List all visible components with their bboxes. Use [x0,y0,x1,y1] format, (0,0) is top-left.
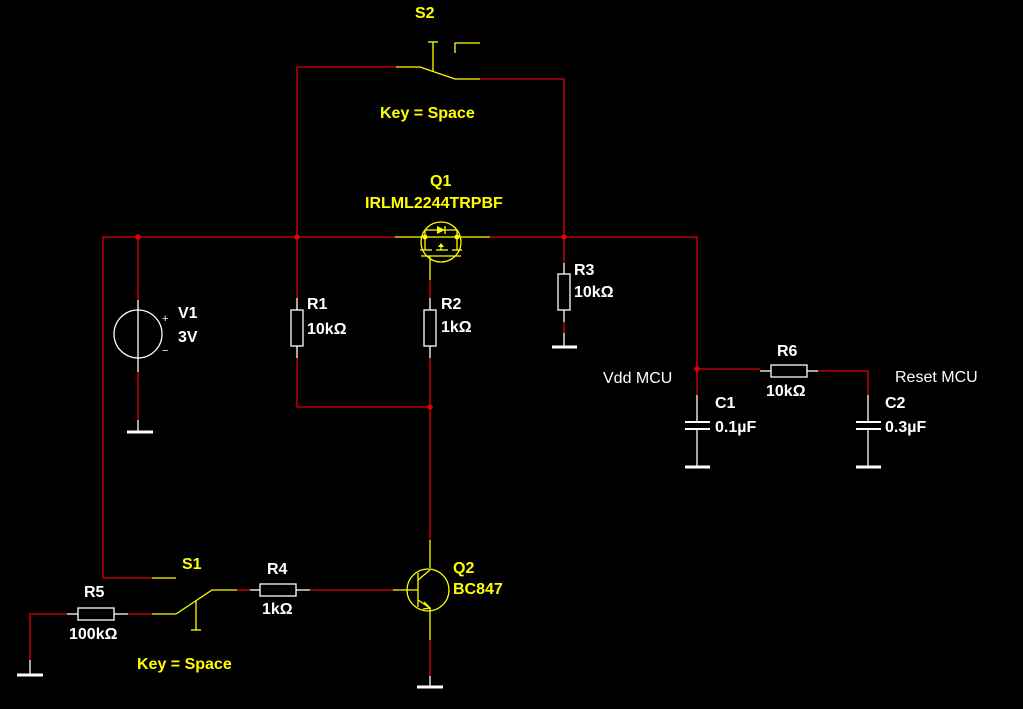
s1-key-label: Key = Space [137,656,232,673]
v1-plus-sign: + [162,313,168,325]
s1-ref-label: S1 [182,556,202,573]
junction-dot [427,404,433,410]
voltage-source-v1[interactable] [113,300,163,434]
c2-value-label: 0.3µF [885,419,926,436]
r3-value-label: 10kΩ [574,284,614,301]
v1-ref-label: V1 [178,305,198,322]
r4-ref-label: R4 [267,561,288,578]
switch-s2[interactable] [396,41,480,80]
q1-ref-label: Q1 [430,173,451,190]
q1-value-label: IRLML2244TRPBF [365,195,503,212]
v1-value-label: 3V [178,329,198,346]
c2-ref-label: C2 [885,395,906,412]
q2-value-label: BC847 [453,581,503,598]
mosfet-q1[interactable] [395,221,490,280]
net-label-reset-mcu: Reset MCU [895,369,978,386]
wire-top-rail-right[interactable] [490,236,698,369]
capacitor-c1[interactable] [685,395,710,469]
r6-value-label: 10kΩ [766,383,806,400]
net-label-vdd-mcu: Vdd MCU [603,370,672,387]
wire-s2-right[interactable] [480,78,565,237]
wire-r5-gnd[interactable] [29,613,67,660]
c1-value-label: 0.1µF [715,419,756,436]
switch-s1[interactable] [152,577,237,631]
r4-value-label: 1kΩ [262,601,293,618]
r6-ref-label: R6 [777,343,798,360]
transistor-q2[interactable] [393,540,450,689]
junction-dot [135,234,141,240]
c1-ref-label: C1 [715,395,736,412]
r1-ref-label: R1 [307,296,328,313]
wire-r1-bottom[interactable] [296,358,430,408]
junction-dot [694,366,700,372]
resistor-r4[interactable] [250,583,310,597]
capacitor-c2[interactable] [856,395,881,469]
s2-key-label: Key = Space [380,105,475,122]
resistor-r6[interactable] [760,364,818,378]
resistor-r5[interactable] [17,607,128,677]
wire-s2-left[interactable] [296,66,396,237]
junction-dot [294,234,300,240]
q2-ref-label: Q2 [453,560,474,577]
r2-ref-label: R2 [441,296,462,313]
wire-r6-c2[interactable] [818,370,869,395]
s2-ref-label: S2 [415,5,435,22]
r2-value-label: 1kΩ [441,319,472,336]
resistor-r2[interactable] [423,298,437,358]
r5-value-label: 100kΩ [69,626,118,643]
resistor-r1[interactable] [290,298,304,358]
wires [29,66,869,676]
junctions [135,234,700,410]
r1-value-label: 10kΩ [307,321,347,338]
junction-dot [561,234,567,240]
r5-ref-label: R5 [84,584,105,601]
v1-minus-sign: − [162,345,168,357]
resistor-r3[interactable] [552,263,577,349]
r3-ref-label: R3 [574,262,595,279]
